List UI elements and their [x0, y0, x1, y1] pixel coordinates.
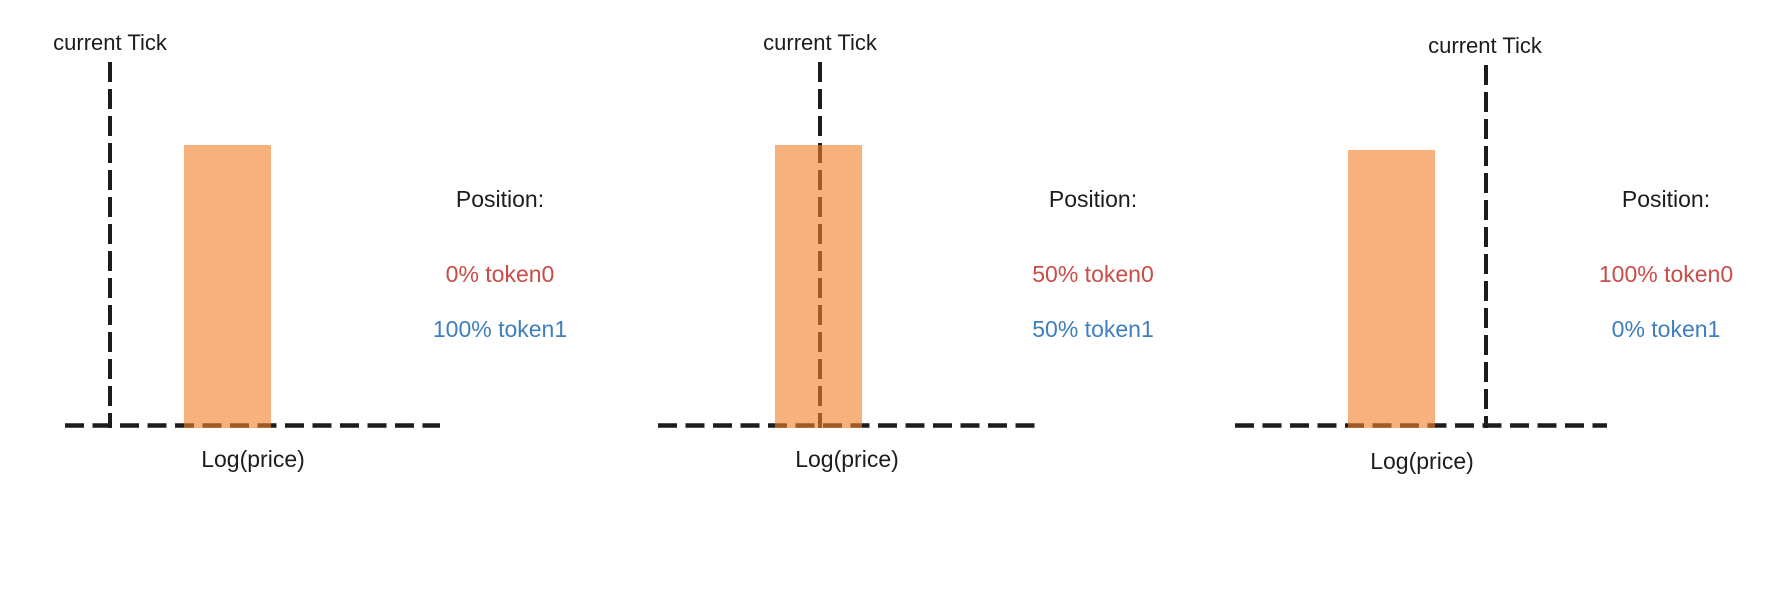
token0-percentage: 0% token0: [445, 261, 555, 287]
position-title: Position:: [1048, 186, 1138, 212]
log-price-axis-label: Log(price): [201, 446, 305, 472]
log-price-axis-label: Log(price): [1370, 448, 1474, 474]
current-tick-label: current Tick: [763, 30, 877, 55]
position-title: Position:: [1621, 186, 1711, 212]
token1-percentage: 100% token1: [432, 316, 568, 342]
token0-percentage: 100% token0: [1598, 261, 1734, 287]
liquidity-range-bar: [184, 145, 271, 428]
panel-middle-graphics: [658, 62, 1035, 428]
token1-percentage: 0% token1: [1611, 316, 1721, 342]
liquidity-range-bar: [1348, 150, 1435, 428]
current-tick-label: current Tick: [53, 30, 167, 55]
panel-left-graphics: [65, 62, 440, 428]
position-title: Position:: [455, 186, 545, 212]
token0-percentage: 50% token0: [1032, 261, 1154, 287]
current-tick-label: current Tick: [1428, 33, 1542, 58]
liquidity-range-bar: [775, 145, 862, 428]
panel-right-graphics: [1235, 65, 1607, 428]
log-price-axis-label: Log(price): [795, 446, 899, 472]
token1-percentage: 50% token1: [1032, 316, 1154, 342]
